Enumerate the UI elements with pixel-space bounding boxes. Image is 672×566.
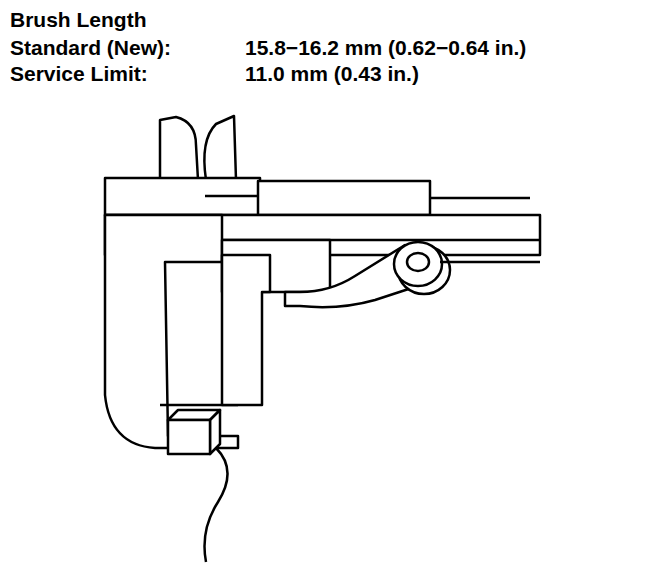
spec-value: 11.0 mm (0.43 in.) <box>245 62 419 86</box>
head-line <box>205 195 260 198</box>
movable-inside-jaw <box>204 116 236 180</box>
carbon-brush <box>168 420 210 454</box>
thumb-wheel <box>394 242 442 286</box>
brush-side <box>210 410 220 454</box>
heading: Brush Length <box>10 8 147 32</box>
thumb-wheel-hub <box>407 253 429 271</box>
depth-rod <box>430 197 530 200</box>
brush-lead-wire <box>205 448 228 562</box>
spec-value: 15.8−16.2 mm (0.62−0.64 in.) <box>245 36 526 60</box>
caliper-head <box>105 178 260 215</box>
fixed-inside-jaw <box>160 117 198 180</box>
slider-edge <box>440 261 540 264</box>
movable-outside-jaw <box>222 255 270 405</box>
spec-name: Service Limit: <box>10 62 148 86</box>
depth-tube <box>258 181 430 215</box>
spec-name: Standard (New): <box>10 36 171 60</box>
